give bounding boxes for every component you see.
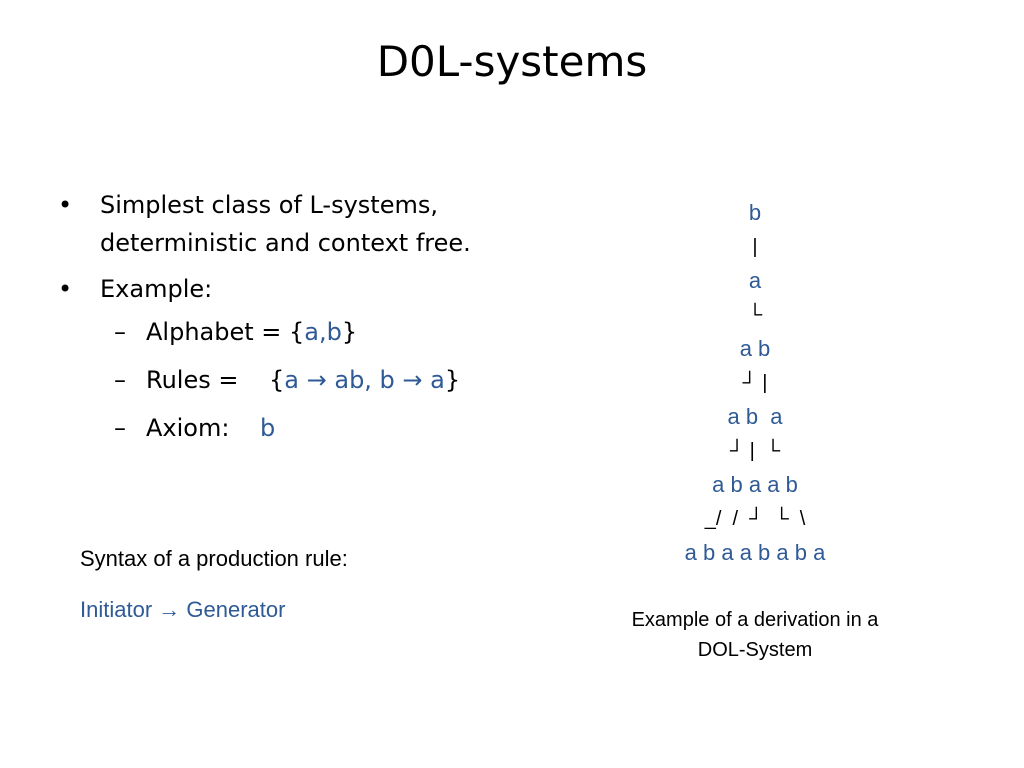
derivation-word: a b a a b a b a	[684, 540, 826, 565]
derivation-word: a b a	[727, 404, 783, 429]
derivation-branch: ┘ |	[742, 372, 768, 394]
caption-line2: DOL-System	[697, 639, 813, 661]
alphabet-label: Alphabet = {	[146, 318, 305, 346]
rules-label: Rules = {	[146, 366, 285, 394]
slide-title: D0L-systems	[376, 37, 648, 86]
bullet-item-definition: • Simplest class of L-systems, determini…	[58, 186, 578, 262]
bullet-item-example: • Example:	[58, 270, 578, 308]
axiom-label: Axiom:	[146, 414, 260, 442]
caption-line1: Example of a derivation in a	[631, 609, 879, 631]
bullet-text-line1: Simplest class of L-systems,	[100, 191, 438, 219]
alphabet-close: }	[341, 318, 358, 346]
derivation-word: a b a a b	[712, 472, 798, 497]
syntax-rule: Initiator → Generator	[80, 597, 286, 622]
bullet-text-line2: deterministic and context free.	[100, 229, 471, 257]
dash-icon: –	[114, 318, 126, 346]
bullet-list: • Simplest class of L-systems, determini…	[58, 186, 578, 452]
bullet-icon: •	[58, 191, 73, 219]
derivation-caption: Example of a derivation in a DOL-System	[575, 605, 935, 665]
dash-icon: –	[114, 366, 126, 394]
alphabet-value: a,b	[304, 318, 342, 346]
sub-item-rules: – Rules = {a → ab, b → a}	[58, 356, 578, 404]
sub-item-alphabet: – Alphabet = {a,b}	[58, 308, 578, 356]
derivation-branch: └	[747, 304, 763, 326]
bullet-text: Example:	[100, 275, 213, 303]
derivation-word: a b	[739, 336, 771, 361]
bullet-icon: •	[58, 275, 73, 303]
axiom-value: b	[259, 414, 276, 442]
sub-item-axiom: – Axiom: b	[58, 404, 578, 452]
derivation-branch: _/ / ┘ └ \	[704, 508, 806, 530]
rules-close: }	[444, 366, 461, 394]
rules-value: a → ab, b → a	[284, 366, 445, 394]
syntax-label: Syntax of a production rule:	[80, 546, 348, 571]
derivation-branch: ┘ | └	[729, 440, 781, 462]
derivation-tree: b | a └ a b ┘ | a b a ┘ | └ a b a a b _/ / ┘ └ \ a…	[600, 196, 910, 570]
derivation-branch: |	[752, 236, 758, 258]
derivation-word: b	[748, 200, 762, 225]
derivation-word: a	[748, 268, 762, 293]
dash-icon: –	[114, 414, 126, 442]
